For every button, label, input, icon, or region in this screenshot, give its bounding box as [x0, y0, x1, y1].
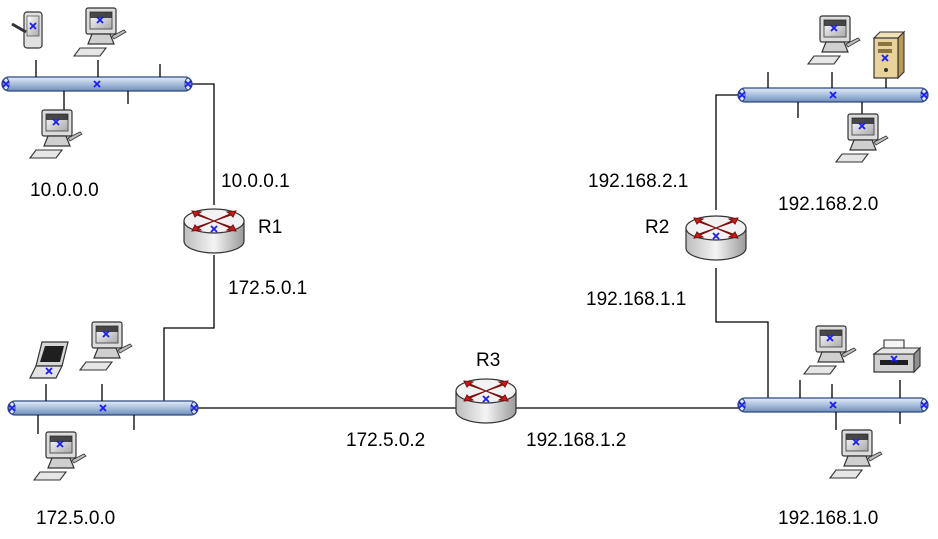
ethernet-bus-icon	[737, 397, 929, 413]
lan-192-168-2	[737, 15, 929, 163]
desktop-computer-icon	[803, 325, 857, 375]
lan-10	[1, 7, 193, 159]
lan-192-168-1	[737, 325, 929, 479]
server-icon	[873, 31, 905, 79]
r2-ip-top-label: 192.168.2.1	[588, 171, 688, 192]
desktop-computer-icon	[807, 15, 861, 65]
wire-r2-net1922	[715, 94, 744, 210]
r3-ip-left-label: 172.5.0.2	[346, 430, 425, 451]
desktop-computer-icon	[829, 429, 883, 479]
ethernet-bus-icon	[737, 87, 929, 103]
network-label-172: 172.5.0.0	[36, 508, 115, 529]
network-label-10: 10.0.0.0	[30, 180, 99, 201]
wire-r1-net172	[163, 255, 215, 406]
desktop-computer-icon	[79, 321, 133, 371]
desktop-computer-icon	[73, 7, 127, 57]
r1-ip-top-label: 10.0.0.1	[221, 171, 290, 192]
router-r2-icon[interactable]	[685, 215, 747, 261]
wire-net10-r1	[190, 83, 215, 205]
ethernet-bus-icon	[1, 76, 193, 92]
lan-172	[7, 321, 199, 481]
router-r3-icon[interactable]	[455, 378, 517, 424]
r1-name-label: R1	[258, 217, 282, 238]
r3-ip-right-label: 192.168.1.2	[526, 430, 626, 451]
r2-name-label: R2	[645, 217, 669, 238]
wire-r2-net1921	[715, 268, 769, 400]
desktop-computer-icon	[835, 113, 889, 163]
network-label-192-168-1: 192.168.1.0	[778, 508, 878, 529]
printer-icon	[873, 339, 921, 373]
r2-ip-bottom-label: 192.168.1.1	[586, 289, 686, 310]
laptop-icon	[29, 341, 69, 379]
desktop-computer-icon	[33, 431, 87, 481]
pda-icon	[10, 10, 44, 50]
router-r1-icon[interactable]	[183, 208, 245, 254]
ethernet-bus-icon	[7, 400, 199, 416]
r3-name-label: R3	[476, 350, 500, 371]
network-label-192-168-2: 192.168.2.0	[778, 194, 878, 215]
r1-ip-bottom-label: 172.5.0.1	[228, 278, 307, 299]
desktop-computer-icon	[29, 109, 83, 159]
connection-wires	[163, 83, 769, 409]
